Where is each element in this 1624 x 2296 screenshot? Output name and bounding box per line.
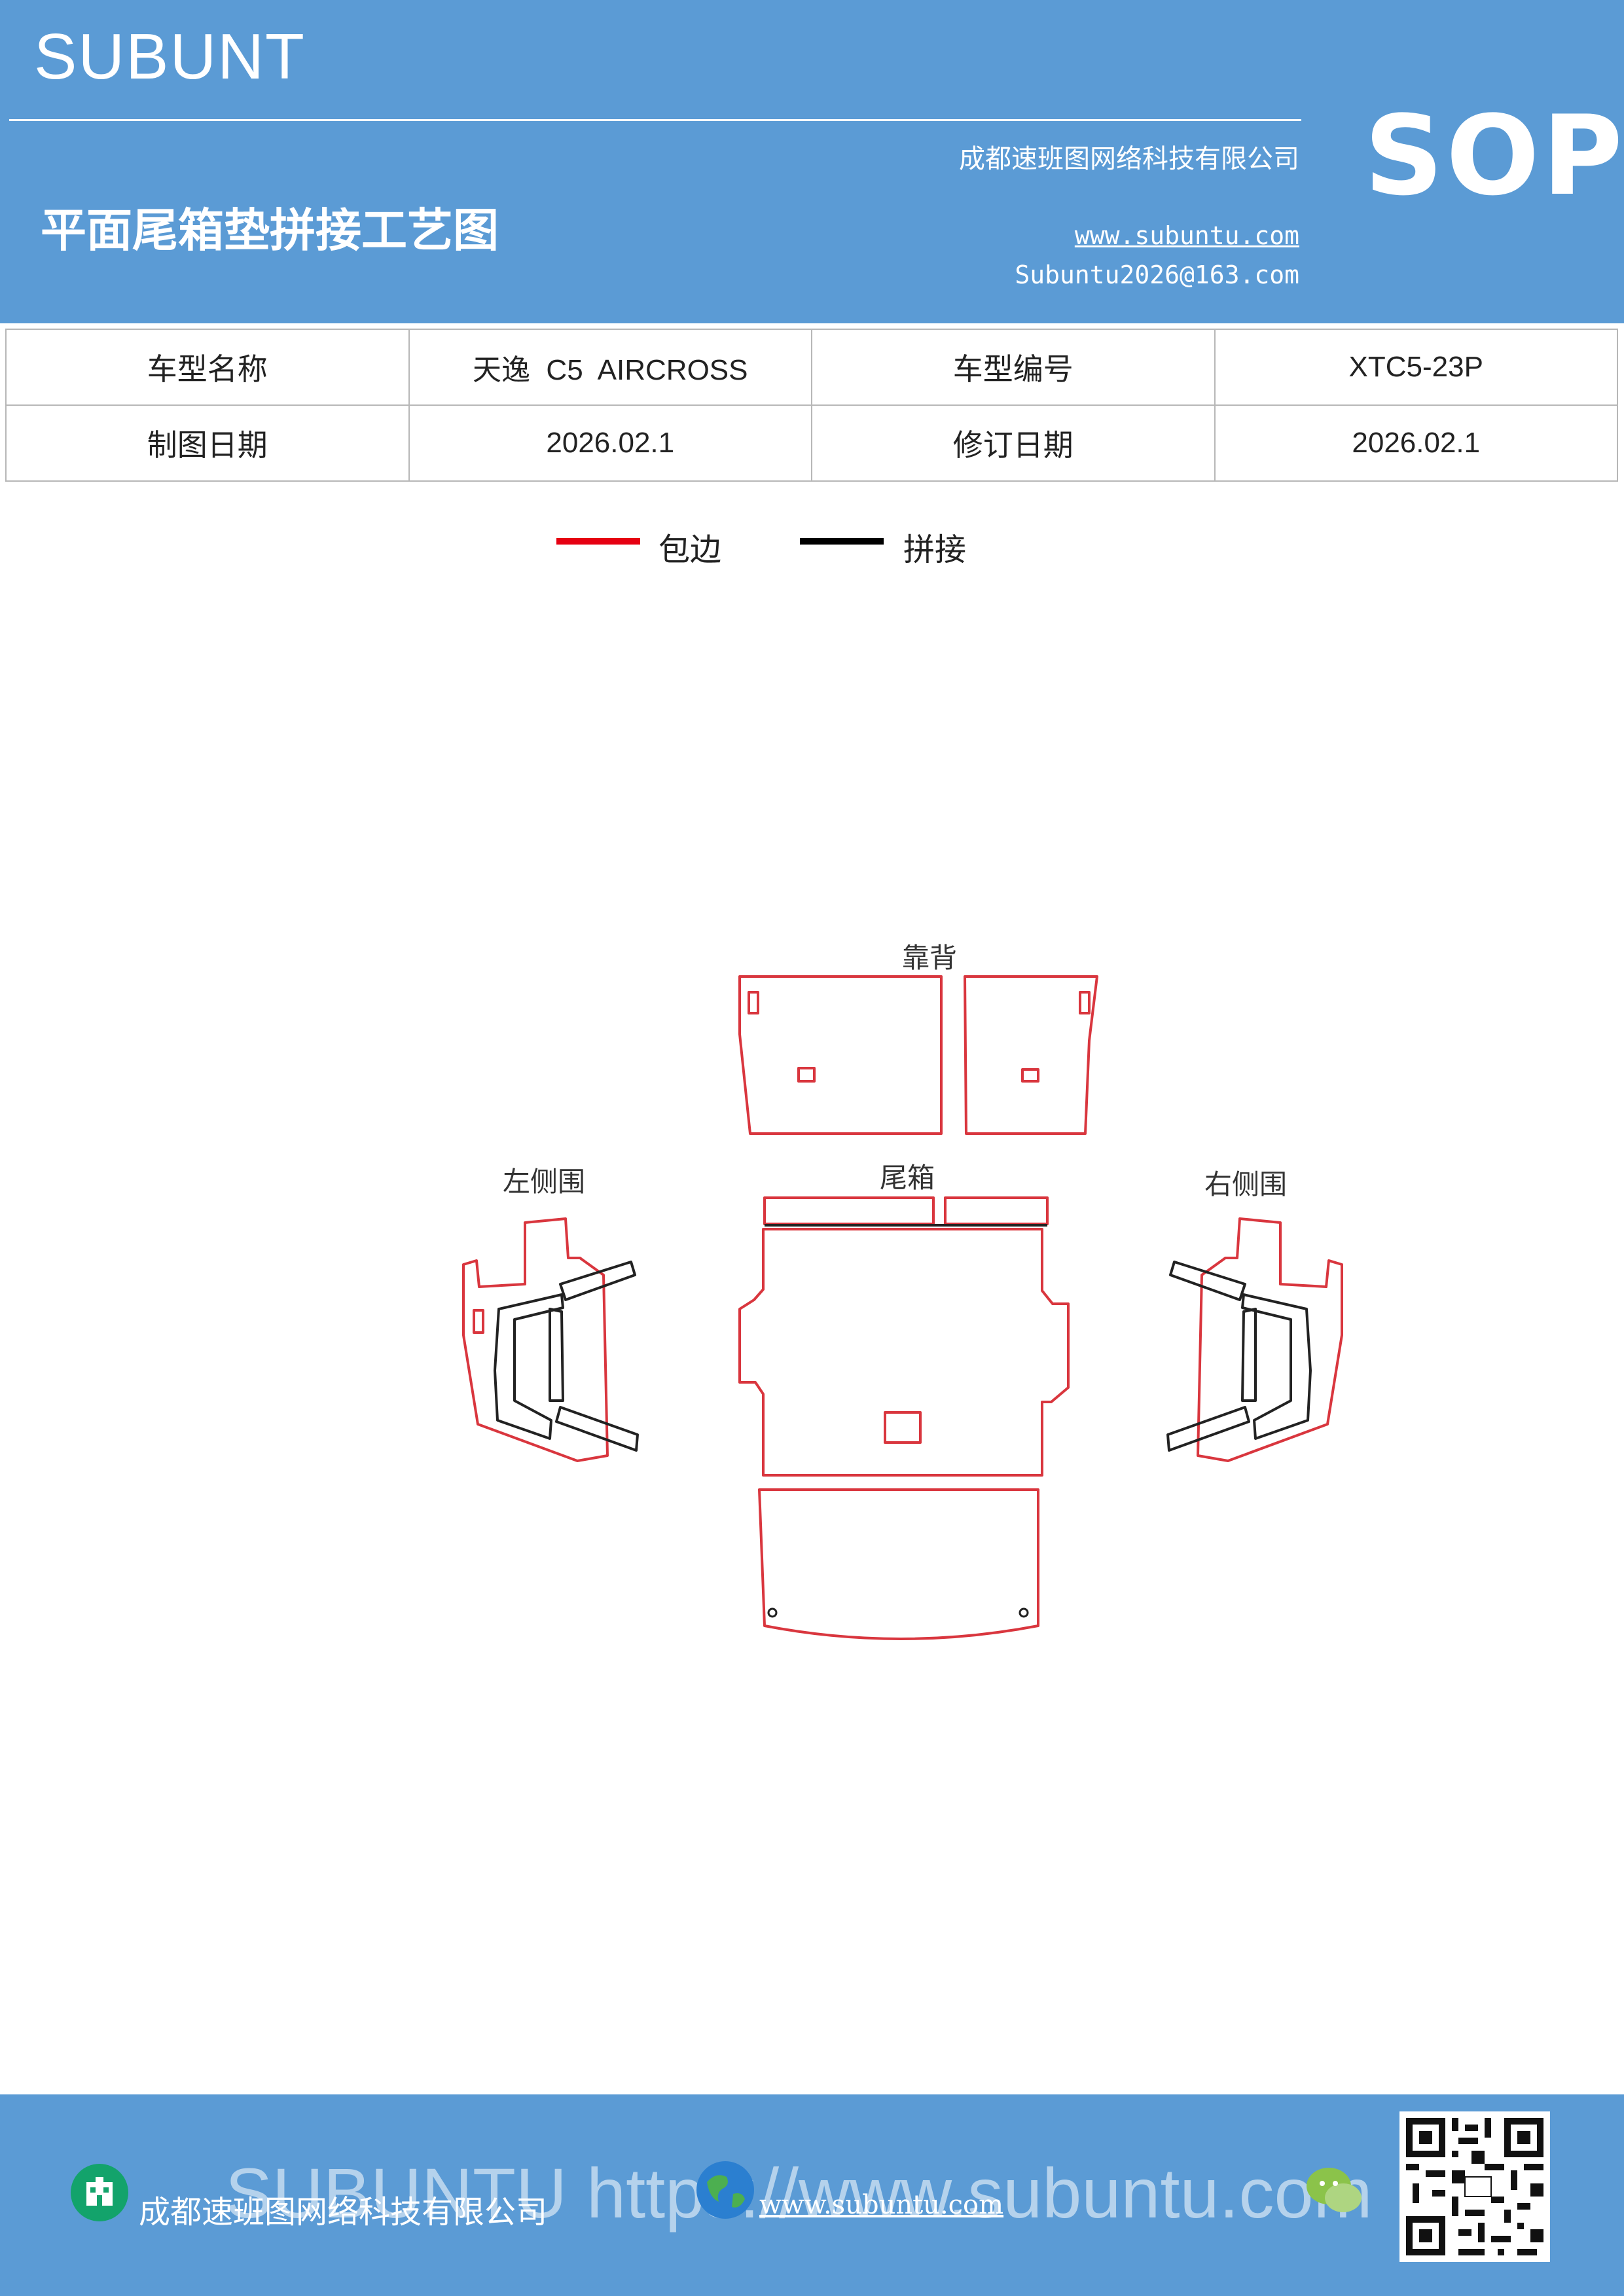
company-name: 成都速班图网络科技有限公司 <box>959 144 1299 174</box>
trunk-top-strip-left <box>763 1196 935 1225</box>
footer-website-link[interactable]: www.subuntu.com <box>759 2190 1004 2220</box>
footer-band: SUBUNTU https://www.subuntu.com 成都速班图网络科… <box>0 2094 1624 2296</box>
backrest-left-panel <box>738 975 943 1135</box>
revision-date-label: 修订日期 <box>811 404 1216 482</box>
left-side-seam-mid <box>549 1308 564 1402</box>
trunk-bottom-panel <box>758 1488 1039 1640</box>
trunk-center-cutout <box>884 1411 922 1444</box>
table-row: 制图日期 2026.02.1 修订日期 2026.02.1 <box>5 404 1618 482</box>
qr-code-graphic <box>1399 2111 1550 2262</box>
model-name-label: 车型名称 <box>5 329 410 406</box>
wechat-icon <box>1307 2168 1362 2212</box>
globe-icon <box>696 2161 754 2219</box>
left-side-seam-top <box>559 1261 636 1301</box>
left-side-seam-bottom <box>555 1406 639 1452</box>
right-side-seam-bottom <box>1166 1406 1250 1452</box>
diagram-svg <box>462 975 1343 1640</box>
model-name-value: 天逸 C5 AIRCROSS <box>408 329 812 406</box>
right-side-outline <box>1197 1217 1343 1462</box>
left-side-seam-outer <box>494 1293 564 1440</box>
trunk-bottom-hole-right <box>1019 1607 1029 1618</box>
legend: 包边 拼接 <box>0 524 1624 576</box>
draw-date-label: 制图日期 <box>5 404 410 482</box>
model-code-value: XTC5-23P <box>1214 329 1618 406</box>
header-band: SUBUNT 平面尾箱垫拼接工艺图 成都速班图网络科技有限公司 www.subu… <box>0 0 1624 323</box>
footer-watermark: SUBUNTU https://www.subuntu.com <box>225 2153 1373 2233</box>
table-row: 车型名称 天逸 C5 AIRCROSS 车型编号 XTC5-23P <box>5 329 1618 406</box>
right-side-seam-outer <box>1241 1293 1312 1440</box>
left-side-outline <box>462 1217 609 1462</box>
legend-swatch-seam <box>800 538 884 545</box>
right-side-seam-mid <box>1241 1308 1257 1402</box>
left-side-slot <box>473 1309 484 1334</box>
label-left-side: 左侧围 <box>503 1166 586 1198</box>
backrest-right-hole <box>1021 1068 1039 1083</box>
backrest-left-hole <box>797 1067 816 1083</box>
trunk-mat-diagram: 靠背 左侧围 尾箱 右侧围 <box>432 916 1375 1662</box>
backrest-left-slot <box>748 991 759 1014</box>
backrest-right-slot <box>1079 991 1091 1014</box>
trunk-bottom-hole-left <box>767 1607 778 1618</box>
model-code-label: 车型编号 <box>811 329 1216 406</box>
right-side-seam-top <box>1169 1261 1246 1301</box>
draw-date-value: 2026.02.1 <box>408 404 812 482</box>
label-trunk: 尾箱 <box>880 1162 935 1194</box>
legend-swatch-edge <box>556 538 640 545</box>
trunk-top-strip-right <box>944 1196 1049 1225</box>
legend-label-edge: 包边 <box>659 531 722 568</box>
label-right-side: 右侧围 <box>1204 1168 1288 1200</box>
legend-label-seam: 拼接 <box>903 531 967 568</box>
qr-code <box>1399 2111 1550 2262</box>
website-link[interactable]: www.subuntu.com <box>1074 221 1299 250</box>
building-icon <box>71 2164 128 2221</box>
revision-date-value: 2026.02.1 <box>1214 404 1618 482</box>
footer-company: 成都速班图网络科技有限公司 <box>139 2194 548 2231</box>
trunk-main-floor <box>738 1228 1070 1477</box>
label-backrest: 靠背 <box>902 942 958 974</box>
document-title: 平面尾箱垫拼接工艺图 <box>41 204 499 257</box>
header-divider <box>9 119 1301 121</box>
sop-label: SOP <box>1364 92 1624 220</box>
brand-logo-text: SUBUNT <box>34 20 306 92</box>
backrest-right-panel <box>964 975 1098 1135</box>
vehicle-info-table: 车型名称 天逸 C5 AIRCROSS 车型编号 XTC5-23P 制图日期 2… <box>5 329 1618 482</box>
email-address: Subuntu2026@163.com <box>1015 260 1299 289</box>
